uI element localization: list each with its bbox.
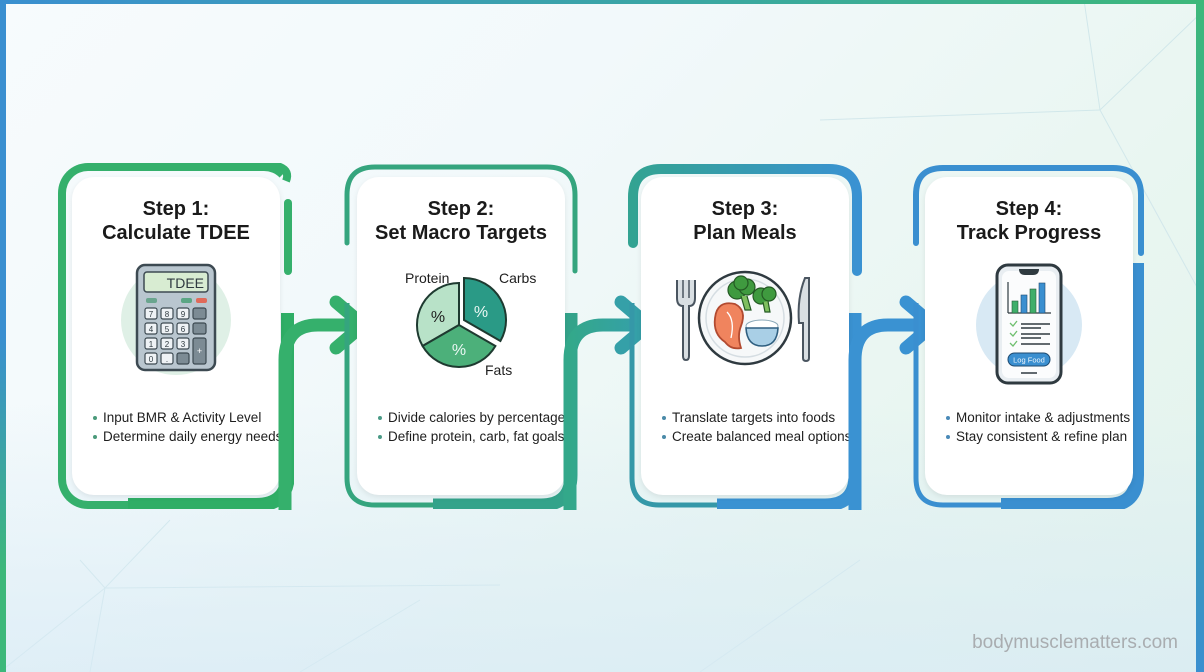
rice-bowl-icon (745, 319, 779, 347)
bullet-item: Create balanced meal options (662, 427, 853, 446)
step-2-title: Step 2: Set Macro Targets (343, 197, 579, 245)
salmon-icon (713, 302, 744, 350)
bullet-item: Monitor intake & adjustments (946, 408, 1137, 427)
step-4-border (913, 165, 1144, 509)
svg-text:2: 2 (165, 340, 170, 349)
step-1-title: Step 1: Calculate TDEE (58, 197, 294, 245)
fork-icon (676, 280, 696, 362)
step-1-bullets: Input BMR & Activity Level Determine dai… (93, 408, 284, 446)
svg-text:Protein: Protein (405, 270, 449, 286)
step-4-bullets: Monitor intake & adjustments Stay consis… (946, 408, 1137, 446)
frame-border-right (1196, 0, 1204, 672)
step-2-heading: Set Macro Targets (375, 222, 547, 244)
svg-text:Log Food: Log Food (1013, 356, 1045, 365)
svg-text:1: 1 (149, 340, 154, 349)
calculator-icon: TDEE 7 8 9 4 5 6 1 2 3 0. + (58, 260, 294, 380)
svg-text:%: % (431, 309, 445, 326)
step-4-label: Step 4: (995, 198, 1063, 220)
svg-text:Fats: Fats (485, 362, 512, 378)
svg-text:7: 7 (149, 310, 154, 319)
svg-text:3: 3 (181, 340, 186, 349)
frame-border-left (0, 0, 6, 672)
step-4-title: Step 4: Track Progress (911, 197, 1147, 245)
step-2-label: Step 2: (427, 198, 495, 220)
svg-text:0: 0 (149, 355, 154, 364)
svg-text:4: 4 (149, 325, 154, 334)
bullet-item: Input BMR & Activity Level (93, 408, 284, 427)
step-3-title: Step 3: Plan Meals (627, 197, 863, 245)
step-2-bullets: Divide calories by percentage Define pro… (378, 408, 569, 446)
step-1-label: Step 1: (142, 198, 210, 220)
watermark: bodymusclematters.com (972, 632, 1178, 653)
svg-text:+: + (197, 346, 202, 356)
step-3-card: Step 3: Plan Meals (627, 163, 863, 509)
bullet-item: Determine daily energy needs (93, 427, 284, 446)
svg-text:Carbs: Carbs (499, 270, 536, 286)
broccoli-icon (727, 275, 777, 313)
bullet-item: Divide calories by percentage (378, 408, 569, 427)
step-3-heading: Plan Meals (693, 222, 797, 244)
bullet-item: Translate targets into foods (662, 408, 853, 427)
step-1-heading: Calculate TDEE (102, 222, 250, 244)
svg-text:%: % (474, 304, 488, 321)
step-3-label: Step 3: (711, 198, 779, 220)
phone-tracker-icon: Log Food (911, 263, 1147, 385)
knife-icon (797, 277, 810, 363)
svg-text:TDEE: TDEE (167, 275, 204, 291)
svg-text:8: 8 (165, 310, 170, 319)
step-4-heading: Track Progress (956, 222, 1102, 244)
meal-plate-icon (627, 268, 863, 388)
step-3-bullets: Translate targets into foods Create bala… (662, 408, 853, 446)
step-1-card: Step 1: Calculate TDEE TDEE 7 8 9 (58, 163, 294, 509)
pie-chart-icon: Protein Carbs Fats % % % (343, 267, 579, 387)
svg-text:.: . (166, 355, 168, 364)
svg-text:5: 5 (165, 325, 170, 334)
bullet-item: Define protein, carb, fat goals (378, 427, 569, 446)
svg-text:%: % (452, 342, 466, 359)
svg-text:6: 6 (181, 325, 186, 334)
frame-border-top (0, 0, 1204, 4)
step-2-card: Step 2: Set Macro Targets Protein Carbs … (343, 163, 579, 509)
step-4-card: Step 4: Track Progress Log Food (911, 163, 1147, 509)
svg-text:9: 9 (181, 310, 186, 319)
bullet-item: Stay consistent & refine plan (946, 427, 1137, 446)
